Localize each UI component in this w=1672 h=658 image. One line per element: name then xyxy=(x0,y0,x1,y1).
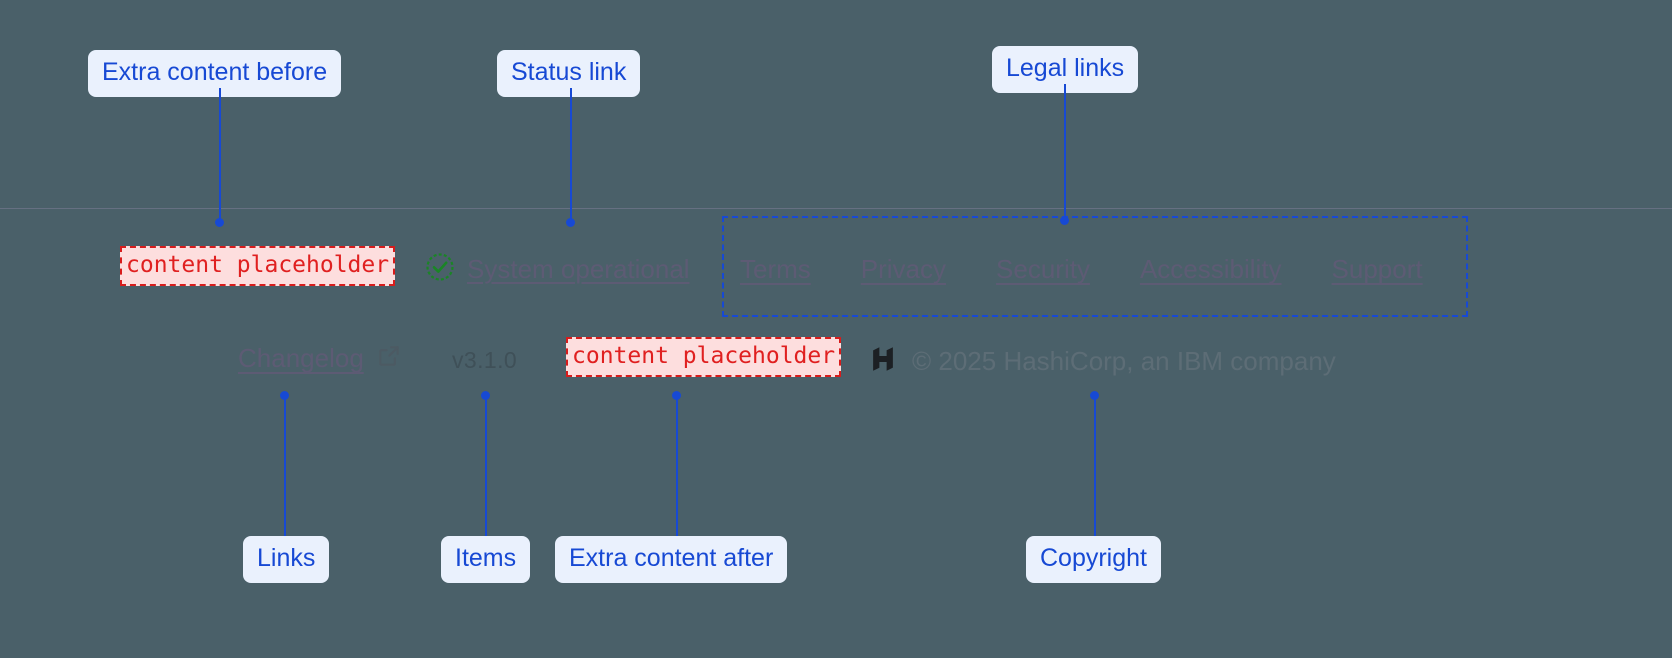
leader-line-copyright xyxy=(1094,396,1096,536)
legal-link-security[interactable]: Security xyxy=(996,254,1090,284)
leader-dot-items xyxy=(481,391,490,400)
status-link-label: System operational xyxy=(467,254,690,284)
leader-line-status-link xyxy=(570,88,572,222)
leader-line-links xyxy=(284,396,286,536)
content-placeholder-after: content placeholder xyxy=(566,337,842,378)
check-circle-icon xyxy=(425,252,455,287)
footer-extra-content-before-slot: content placeholder xyxy=(120,246,396,287)
external-link-icon xyxy=(376,343,402,374)
footer-status-link[interactable]: System operational xyxy=(425,252,690,287)
footer-version-item: v3.1.0 xyxy=(452,347,517,374)
leader-line-legal-links xyxy=(1064,84,1066,218)
leader-dot-links xyxy=(280,391,289,400)
legal-link-support[interactable]: Support xyxy=(1331,254,1423,284)
leader-dot-status-link xyxy=(566,218,575,227)
footer-legal-links: Terms Privacy Security Accessibility Sup… xyxy=(740,254,1423,285)
copyright-text: © 2025 HashiCorp, an IBM company xyxy=(912,346,1336,376)
content-placeholder-before: content placeholder xyxy=(120,246,396,287)
leader-line-items xyxy=(485,396,487,536)
callout-extra-content-after: Extra content after xyxy=(555,536,788,583)
leader-dot-copyright xyxy=(1090,391,1099,400)
leader-dot-extra-content-after xyxy=(672,391,681,400)
changelog-label: Changelog xyxy=(238,343,364,373)
leader-line-extra-content-before xyxy=(219,88,221,222)
leader-dot-legal-links xyxy=(1060,216,1069,225)
callout-copyright: Copyright xyxy=(1026,536,1161,583)
footer-copyright: © 2025 HashiCorp, an IBM company xyxy=(868,344,1336,379)
callout-links: Links xyxy=(243,536,330,583)
footer-changelog-link[interactable]: Changelog xyxy=(238,343,402,374)
callout-items: Items xyxy=(441,536,531,583)
legal-link-terms[interactable]: Terms xyxy=(740,254,811,284)
legal-links-highlight-box xyxy=(722,216,1468,317)
version-label: v3.1.0 xyxy=(452,347,518,373)
hashicorp-logo xyxy=(868,344,898,379)
legal-link-accessibility[interactable]: Accessibility xyxy=(1139,254,1282,284)
callout-extra-content-before: Extra content before xyxy=(88,50,342,97)
leader-dot-extra-content-before xyxy=(215,218,224,227)
footer-top-divider xyxy=(0,208,1672,209)
legal-link-privacy[interactable]: Privacy xyxy=(860,254,947,284)
callout-status-link: Status link xyxy=(497,50,641,97)
leader-line-extra-content-after xyxy=(676,396,678,536)
footer-extra-content-after-slot: content placeholder xyxy=(566,337,842,378)
